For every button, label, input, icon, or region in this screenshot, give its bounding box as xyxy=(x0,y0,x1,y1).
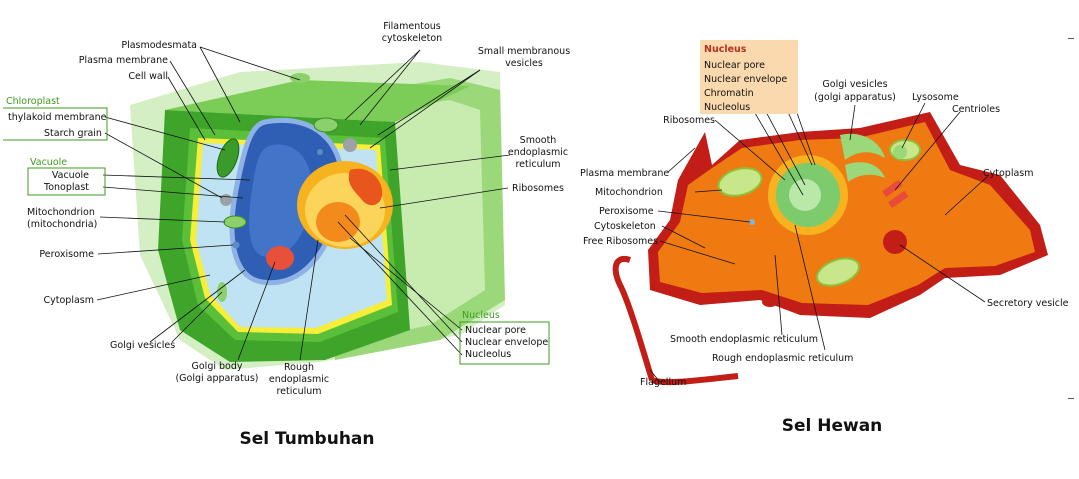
animal-label-mitochondrion: Mitochondrion xyxy=(595,187,663,198)
plant-label-cytoplasm: Cytoplasm xyxy=(44,295,95,306)
plant-cell-title: Sel Tumbuhan xyxy=(239,429,374,449)
animal-label-cytoplasm: Cytoplasm xyxy=(983,168,1034,179)
plant-label-filamentous-1: Filamentous xyxy=(383,21,441,32)
plant-label-ribosomes: Ribosomes xyxy=(512,183,564,194)
animal-label-smooth-er: Smooth endoplasmic reticulum xyxy=(670,334,818,345)
plant-cell-top-wall xyxy=(165,80,470,122)
plant-label-filamentous-2: cytoskeleton xyxy=(382,33,442,44)
animal-secretory-vesicle xyxy=(883,230,907,254)
plant-nucleus-group-box xyxy=(459,321,550,365)
plant-nucleus-item-pore: Nuclear pore xyxy=(465,325,526,336)
animal-centriole-2 xyxy=(888,190,909,209)
animal-label-plasma-membrane: Plasma membrane xyxy=(580,168,669,179)
animal-nucleus-item-chromatin: Chromatin xyxy=(704,88,754,99)
plant-vacuole-highlight xyxy=(249,144,313,258)
plant-label-plasma-membrane: Plasma membrane xyxy=(79,55,168,66)
animal-label-free-ribosomes: Free Ribosomes xyxy=(583,236,658,247)
animal-mitochondrion-3 xyxy=(815,257,861,287)
animal-vesicle xyxy=(762,297,778,307)
plant-leader-lines xyxy=(96,46,511,361)
plant-golgi-body xyxy=(266,246,294,270)
plant-peroxisome xyxy=(232,241,240,249)
chloroplast-group-bracket xyxy=(3,107,108,141)
plant-nucleus-item-nucleolus: Nucleolus xyxy=(465,349,511,360)
animal-golgi-apparatus xyxy=(840,133,885,160)
animal-label-secretory-vesicle: Secretory vesicle xyxy=(987,298,1069,309)
plant-label-peroxisome: Peroxisome xyxy=(39,249,94,260)
animal-nucleolus xyxy=(789,179,821,211)
chloroplast-item-thylakoid: thylakoid membrane xyxy=(8,112,107,123)
edge-mark-2 xyxy=(1068,398,1074,399)
animal-label-peroxisome: Peroxisome xyxy=(599,206,654,217)
plant-starch-grain xyxy=(220,194,232,206)
animal-label-rough-er: Rough endoplasmic reticulum xyxy=(712,353,853,364)
animal-label-centrioles: Centrioles xyxy=(952,104,1000,115)
animal-labels: Golgi vesicles (golgi apparatus) Lysosom… xyxy=(580,79,1069,388)
plant-nucleus-item-envelope: Nuclear envelope xyxy=(465,337,548,348)
animal-nucleus-group-box xyxy=(700,40,798,114)
plant-mitochondrion-2 xyxy=(313,117,339,133)
plant-label-small-vesicles-2: vesicles xyxy=(505,58,543,69)
animal-golgi-apparatus-2 xyxy=(845,162,885,182)
animal-nucleus-item-pore: Nuclear pore xyxy=(704,60,765,71)
plant-label-cell-wall: Cell wall xyxy=(128,71,168,82)
vacuole-item-vacuole: Vacuole xyxy=(52,170,89,181)
animal-mitochondrion-1 xyxy=(717,167,763,197)
plant-rough-er xyxy=(348,168,383,206)
animal-flagellum xyxy=(612,255,655,381)
animal-nucleus-group: Nucleus Nuclear pore Nuclear envelope Ch… xyxy=(700,40,798,114)
plant-nucleus-group-title: Nucleus xyxy=(462,310,500,321)
plant-label-smooth-er-2: endoplasmic xyxy=(508,147,568,158)
animal-flagellum-tail xyxy=(650,373,739,386)
animal-label-golgi-vesicles-2: (golgi apparatus) xyxy=(814,92,896,103)
chloroplast-group-title: Chloroplast xyxy=(6,96,60,107)
animal-cell-title: Sel Hewan xyxy=(782,416,883,436)
vacuole-item-tonoplast: Tonoplast xyxy=(43,182,89,193)
animal-label-ribosomes: Ribosomes xyxy=(663,115,715,126)
animal-nucleus-group-title: Nucleus xyxy=(704,44,747,55)
animal-cell-illustration xyxy=(612,112,1048,386)
plant-label-rough-er-3: reticulum xyxy=(276,386,321,397)
plant-mitochondrion xyxy=(223,215,247,229)
plant-label-mitochondrion-1: Mitochondrion xyxy=(27,207,95,218)
plant-label-golgi-body-2: (Golgi apparatus) xyxy=(175,373,258,384)
animal-cytoplasm xyxy=(658,122,1035,305)
plant-nucleus-group: Nucleus Nuclear pore Nuclear envelope Nu… xyxy=(459,310,550,365)
plant-vacuole-group: Vacuole Vacuole Tonoplast xyxy=(27,157,106,196)
plant-label-rough-er-1: Rough xyxy=(284,362,314,373)
animal-nucleus-item-nucleolus: Nucleolus xyxy=(704,102,750,113)
edge-mark-1 xyxy=(1068,38,1074,39)
animal-label-lysosome: Lysosome xyxy=(912,92,959,103)
plant-chloroplast-group: Chloroplast thylakoid membrane Starch gr… xyxy=(3,96,108,141)
plant-labels: Plasmodesmata Plasma membrane Cell wall … xyxy=(27,21,570,397)
animal-nucleus-item-envelope: Nuclear envelope xyxy=(704,74,787,85)
animal-lysosome xyxy=(893,145,907,159)
plant-label-small-vesicles-1: Small membranous xyxy=(478,46,570,57)
plant-label-golgi-body-1: Golgi body xyxy=(192,361,243,372)
vacuole-group-box xyxy=(27,167,106,196)
animal-label-cytoskeleton: Cytoskeleton xyxy=(594,221,656,232)
animal-centriole-1 xyxy=(882,179,903,198)
chloroplast-item-starch: Starch grain xyxy=(44,128,102,139)
plant-label-rough-er-2: endoplasmic xyxy=(269,374,329,385)
animal-label-golgi-vesicles-1: Golgi vesicles xyxy=(822,79,887,90)
plant-label-smooth-er-3: reticulum xyxy=(515,159,560,170)
animal-peroxisome xyxy=(749,219,755,225)
plant-chloroplast-1 xyxy=(216,138,240,178)
plant-vesicle xyxy=(317,149,323,155)
plant-label-mitochondrion-2: (mitochondria) xyxy=(27,219,97,230)
animal-label-flagellum: Flagellum xyxy=(640,377,686,388)
plant-plasmodesma xyxy=(290,73,310,83)
plant-vesicle-2 xyxy=(343,138,357,152)
vacuole-group-title: Vacuole xyxy=(30,157,67,168)
plant-label-golgi-vesicles: Golgi vesicles xyxy=(110,340,175,351)
plant-label-smooth-er-1: Smooth xyxy=(520,135,557,146)
plant-label-plasmodesmata: Plasmodesmata xyxy=(121,40,197,51)
plant-cell-illustration xyxy=(130,62,505,370)
